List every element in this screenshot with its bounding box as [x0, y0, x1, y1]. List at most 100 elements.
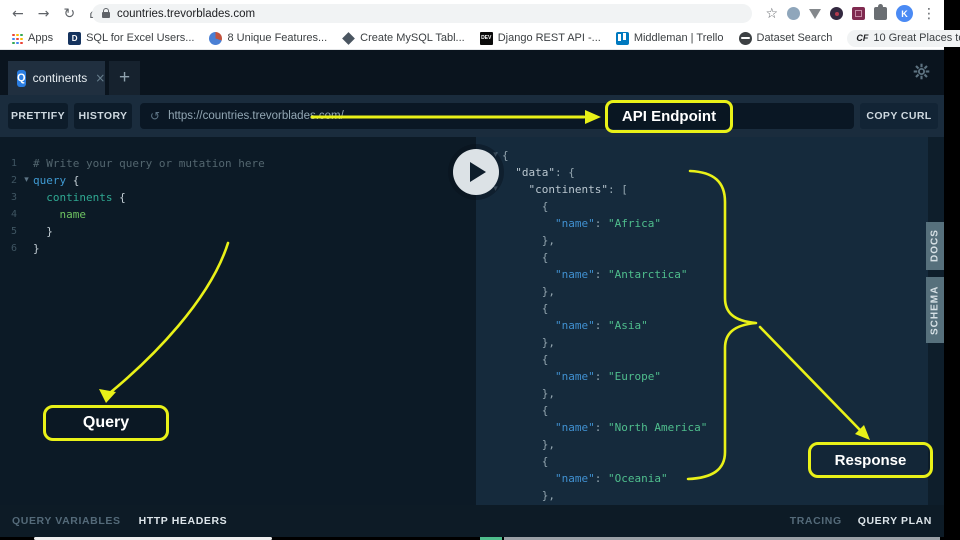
line-number: 4 [10, 209, 17, 220]
bookmark-label: Dataset Search [756, 32, 833, 44]
bookmark-item[interactable]: D SQL for Excel Users... [68, 31, 195, 45]
extension-2-icon[interactable] [809, 8, 821, 19]
fold-caret-icon [20, 206, 33, 223]
code-text: { [502, 353, 549, 366]
bookmarks-bar-items: Apps D SQL for Excel Users... 8 Unique Feat… [0, 29, 960, 47]
code-text: "name": "Africa" [554, 217, 661, 230]
code-line: "name": "Africa" [489, 215, 928, 232]
bookmark-star-icon[interactable]: ☆ [765, 5, 778, 22]
code-line: }, [489, 283, 928, 300]
profile-avatar[interactable]: K [896, 5, 913, 22]
bookmark-label: Apps [28, 32, 54, 44]
code-line: { [489, 453, 928, 470]
code-line: 6} [4, 240, 476, 257]
horizontal-scrollbar-thumb[interactable] [34, 537, 272, 540]
playground-tabbar: Q continents × + [0, 50, 944, 95]
tab-title: continents [32, 71, 88, 85]
fold-caret-icon[interactable]: ▾ [493, 150, 498, 160]
fold-caret-icon [489, 351, 502, 368]
line-number: 5 [10, 226, 17, 237]
code-text: { [502, 200, 549, 213]
bookmark-item[interactable]: Create MySQL Tabl... [342, 32, 465, 45]
code-text: "name": "Asia" [554, 319, 648, 332]
code-text: }, [502, 234, 555, 247]
query-plan-tab[interactable]: QUERY PLAN [857, 515, 932, 527]
menu-dots-icon[interactable]: ⋮ [922, 5, 936, 22]
bookmark-label: 8 Unique Features... [227, 32, 328, 44]
prettify-button[interactable]: PRETTIFY [8, 103, 68, 129]
code-text: { [502, 455, 549, 468]
reload-icon[interactable]: ↻ [63, 5, 76, 22]
annotation-response: Response [808, 442, 933, 478]
code-text: "name": "Oceania" [554, 472, 668, 485]
settings-gear-icon[interactable] [913, 63, 930, 85]
endpoint-reload-icon[interactable]: ↺ [150, 109, 161, 123]
horizontal-scrollbar-track[interactable] [504, 537, 940, 540]
fold-caret-icon[interactable]: ▾ [24, 175, 29, 185]
code-text: } [33, 225, 53, 238]
code-line: 2▾query { [4, 172, 476, 189]
code-line: "name": "Antarctica" [489, 266, 928, 283]
code-line: { [489, 198, 928, 215]
fold-caret-icon[interactable]: ▾ [493, 184, 498, 194]
code-line: { [489, 249, 928, 266]
tab-continents[interactable]: Q continents × [8, 61, 105, 95]
address-bar[interactable]: countries.trevorblades.com [92, 4, 752, 23]
execute-query-button[interactable] [453, 149, 499, 195]
response-code: ▾{▾ "data": {▾ "continents": [ { "name":… [476, 137, 928, 504]
tracing-tab[interactable]: TRACING [789, 515, 842, 527]
extension-4-icon[interactable] [852, 7, 865, 20]
extension-3-icon[interactable] [830, 7, 843, 20]
d-badge-icon: D [68, 31, 82, 45]
history-button[interactable]: HISTORY [74, 103, 132, 129]
schema-side-tab[interactable]: SCHEMA [926, 277, 944, 343]
code-line: }, [489, 232, 928, 249]
scrollbar-accent-segment [480, 537, 502, 540]
tab-close-icon[interactable]: × [95, 71, 106, 85]
code-line: ▾ "data": { [489, 164, 928, 181]
code-line: { [489, 402, 928, 419]
bookmark-item[interactable]: Apps [10, 32, 53, 45]
code-text: "continents": [ [528, 183, 628, 196]
endpoint-input[interactable]: ↺ https://countries.trevorblades.com/ [140, 103, 854, 129]
extension-puzzle-icon[interactable] [874, 4, 887, 20]
code-line: ▾ "continents": [ [489, 181, 928, 198]
url-text: countries.trevorblades.com [117, 7, 256, 20]
back-icon[interactable]: ← [12, 5, 24, 22]
code-text: }, [502, 336, 555, 349]
code-text: }, [502, 489, 555, 502]
swirl-icon [209, 31, 223, 45]
diamond-icon [342, 32, 355, 45]
bookmark-item[interactable]: Middleman | Trello [615, 31, 724, 45]
bookmark-label: SQL for Excel Users... [86, 32, 195, 44]
query-variables-tab[interactable]: QUERY VARIABLES [12, 515, 121, 527]
bookmark-label: Create MySQL Tabl... [360, 32, 465, 44]
fold-caret-icon [489, 283, 502, 300]
playground-bottom-bar: QUERY VARIABLES HTTP HEADERS TRACING QUE… [0, 505, 944, 537]
code-line: }, [489, 436, 928, 453]
code-text: "name": "Antarctica" [554, 268, 688, 281]
http-headers-tab[interactable]: HTTP HEADERS [138, 515, 228, 527]
bookmark-item[interactable]: 8 Unique Features... [209, 31, 328, 45]
extension-1-icon[interactable] [787, 7, 800, 20]
forward-icon[interactable]: → [37, 5, 50, 22]
code-line: 5 } [4, 223, 476, 240]
code-line: "name": "North America" [489, 419, 928, 436]
new-tab-button[interactable]: + [109, 61, 140, 95]
graphql-playground: Q continents × + [0, 50, 944, 537]
docs-side-tab[interactable]: DOCS [926, 222, 944, 270]
fold-caret-icon [489, 453, 502, 470]
code-line: }, [489, 487, 928, 504]
fold-caret-icon [489, 436, 502, 453]
copy-curl-button[interactable]: COPY CURL [860, 103, 938, 129]
code-text: { [502, 251, 549, 264]
fold-caret-icon [489, 300, 502, 317]
bookmark-item[interactable]: Dataset Search [738, 31, 833, 45]
endpoint-url-text: https://countries.trevorblades.com/ [168, 110, 344, 122]
code-text: }, [502, 387, 555, 400]
